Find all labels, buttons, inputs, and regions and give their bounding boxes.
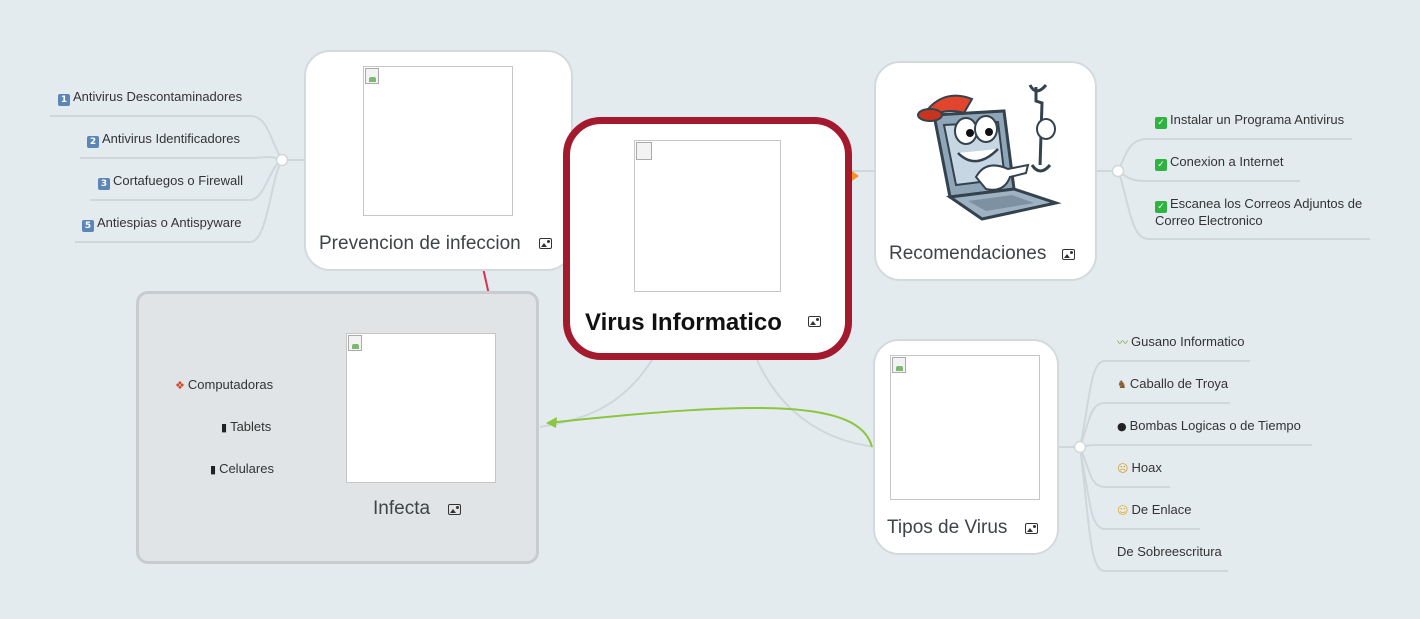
list-item[interactable]: ✓Escanea los Correos Adjuntos de Correo … — [1155, 196, 1363, 228]
list-item[interactable]: ♞Caballo de Troya — [1117, 376, 1229, 391]
list-item[interactable]: ▮Tablets — [221, 419, 272, 434]
face-icon: ☺ — [1117, 504, 1129, 517]
list-item[interactable]: ☺De Enlace — [1117, 502, 1192, 517]
phone-icon: ▮ — [210, 463, 217, 476]
check-icon: ✓ — [1155, 117, 1167, 129]
list-item[interactable]: ❖Computadoras — [175, 377, 274, 392]
image-icon[interactable] — [539, 238, 552, 249]
tipos-image — [890, 355, 1040, 500]
central-title: Virus Informatico — [585, 309, 782, 336]
image-icon[interactable] — [1062, 249, 1075, 260]
check-icon: ✓ — [1155, 159, 1167, 171]
number-5-icon: 5 — [82, 220, 94, 232]
recomendaciones-title: Recomendaciones — [889, 243, 1047, 264]
image-icon[interactable] — [448, 504, 461, 515]
central-topic[interactable]: Virus Informatico — [563, 117, 852, 360]
bomb-icon: ● — [1117, 420, 1127, 433]
windows-icon: ❖ — [175, 379, 185, 392]
number-3-icon: 3 — [98, 178, 110, 190]
check-icon: ✓ — [1155, 201, 1167, 213]
infecta-title: Infecta — [373, 498, 431, 519]
list-item[interactable]: ✓Instalar un Programa Antivirus — [1155, 112, 1344, 129]
image-icon[interactable] — [808, 316, 821, 327]
list-item[interactable]: ☹Hoax — [1117, 460, 1162, 475]
infecta-node[interactable]: Infecta — [336, 323, 506, 536]
horse-icon: ♞ — [1117, 378, 1127, 391]
recomendaciones-node[interactable]: Recomendaciones — [874, 61, 1097, 281]
list-item[interactable]: ▮Celulares — [210, 461, 274, 476]
list-item[interactable]: ✓Conexion a Internet — [1155, 154, 1283, 171]
list-item[interactable]: De Sobreescritura — [1117, 544, 1222, 559]
prevencion-image — [363, 66, 513, 216]
prevencion-title: Prevencion de infeccion — [319, 233, 521, 254]
tablet-icon: ▮ — [221, 421, 228, 434]
tipos-node[interactable]: Tipos de Virus — [873, 339, 1059, 555]
image-icon[interactable] — [1025, 523, 1038, 534]
tipos-title: Tipos de Virus — [887, 517, 1008, 538]
list-item[interactable]: 〰Gusano Informatico — [1117, 334, 1245, 349]
list-item[interactable]: ●Bombas Logicas o de Tiempo — [1117, 418, 1301, 433]
infecta-image — [346, 333, 496, 483]
worm-icon: 〰 — [1117, 336, 1128, 349]
central-image — [634, 140, 781, 292]
number-2-icon: 2 — [87, 136, 99, 148]
scream-face-icon: ☹ — [1117, 462, 1129, 475]
number-1-icon: 1 — [58, 94, 70, 106]
prevencion-node[interactable]: Prevencion de infeccion — [304, 50, 573, 271]
laptop-mechanic-illustration — [917, 84, 1062, 221]
